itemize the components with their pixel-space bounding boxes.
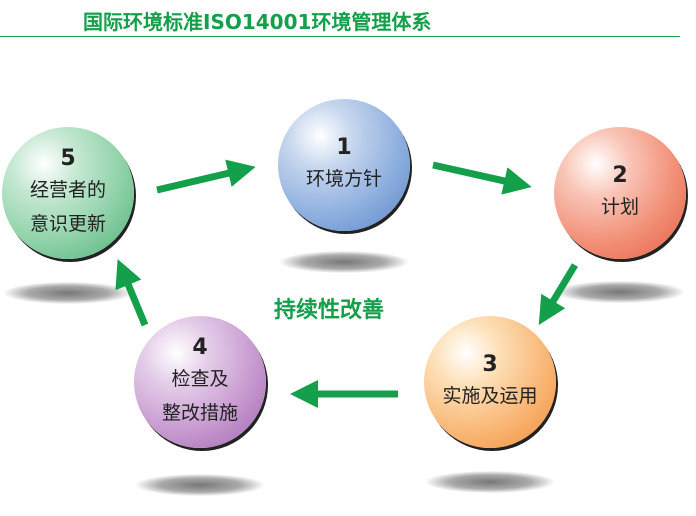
step-number: 1	[336, 135, 352, 160]
step-label-line1: 检查及	[171, 368, 229, 390]
arrow-2-to-3	[538, 263, 578, 325]
sphere-shadow	[426, 471, 554, 493]
step-number: 4	[192, 335, 208, 360]
step-1-sphere: 1 环境方针	[278, 99, 410, 231]
step-3-sphere: 3 实施及运用	[424, 316, 556, 448]
page-title: 国际环境标准ISO14001环境管理体系	[83, 10, 432, 34]
step-2-sphere: 2 计划	[554, 127, 686, 259]
step-4-sphere: 4 检查及 整改措施	[134, 316, 266, 448]
sphere-shadow	[136, 474, 264, 496]
arrow-4-to-5	[115, 259, 149, 327]
step-label: 环境方针	[305, 168, 382, 190]
step-number: 2	[612, 163, 628, 188]
step-number: 3	[482, 352, 498, 377]
step-5-sphere: 5 经营者的 意识更新	[2, 127, 134, 259]
step-number: 5	[60, 146, 76, 171]
step-label-line2: 意识更新	[29, 213, 106, 235]
step-label: 计划	[600, 196, 639, 218]
sphere-shadow	[280, 251, 408, 273]
step-label-line1: 经营者的	[29, 179, 106, 201]
arrow-5-to-1	[156, 159, 256, 194]
sphere-shadow	[4, 282, 132, 304]
step-label: 实施及运用	[442, 385, 538, 407]
arrow-1-to-2	[432, 161, 532, 195]
sphere-shadow	[556, 281, 684, 303]
center-label: 持续性改善	[274, 298, 385, 323]
title-divider	[0, 36, 680, 37]
step-label-line2: 整改措施	[161, 402, 238, 424]
